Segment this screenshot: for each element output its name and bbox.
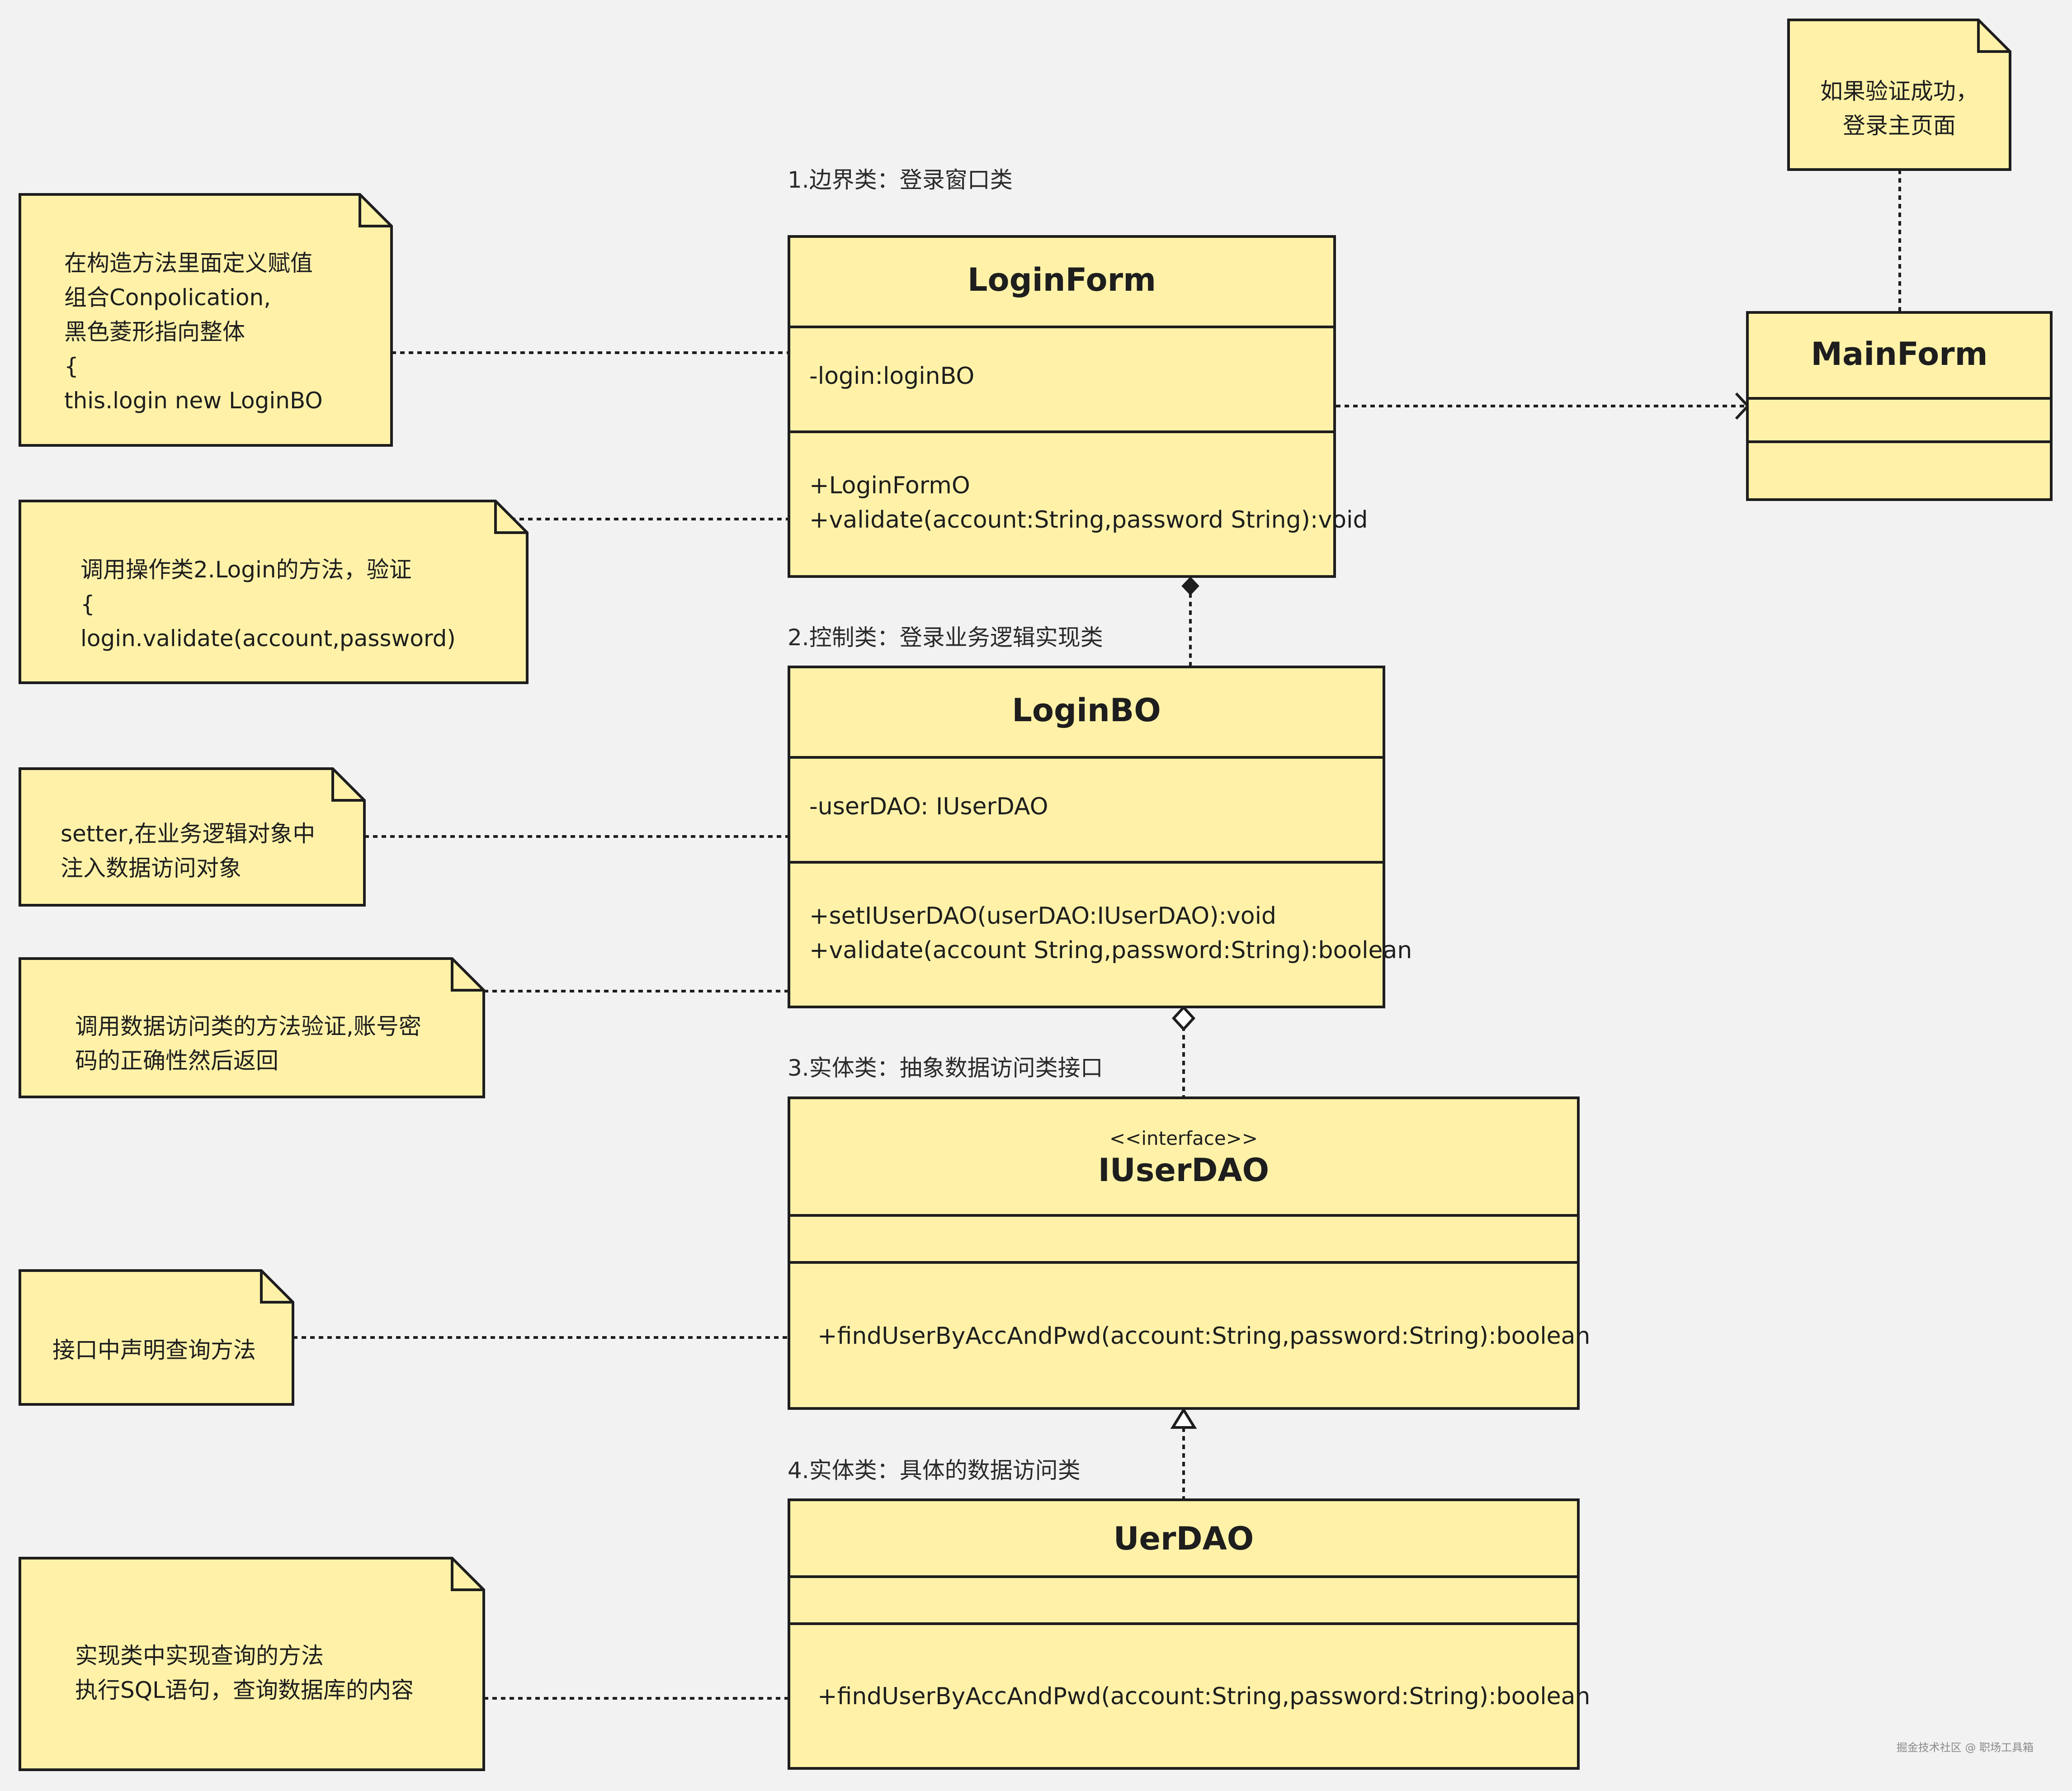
note-line: 在构造方法里面定义赋值 [64, 250, 313, 276]
note-line: setter,在业务逻辑对象中 [61, 821, 316, 847]
note-setter[interactable]: setter,在业务逻辑对象中 注入数据访问对象 [19, 767, 366, 907]
note-success[interactable]: 如果验证成功， 登录主页面 [1787, 19, 2011, 171]
operation: +validate(account:String,password String… [809, 506, 1368, 534]
note-line: 如果验证成功， [1820, 78, 1978, 104]
section-label-entity-impl: 4.实体类：具体的数据访问类 [788, 1457, 1081, 1484]
divider [790, 861, 1383, 864]
divider [1749, 397, 2050, 400]
note-line: 调用操作类2.Login的方法，验证 [80, 557, 412, 583]
divider [790, 1575, 1577, 1578]
note-shape [19, 193, 393, 447]
note-line: 注入数据访问对象 [61, 855, 241, 881]
aggregation-diamond [1171, 1005, 1196, 1031]
section-label-boundary: 1.边界类：登录窗口类 [788, 167, 1013, 193]
operation: +findUserByAccAndPwd(account:String,pass… [817, 1323, 1591, 1350]
note-impl[interactable]: 实现类中实现查询的方法 执行SQL语句，查询数据库的内容 [19, 1557, 485, 1771]
composition-diamond [1181, 577, 1199, 595]
watermark: 掘金技术社区 @ 职场工具箱 [1896, 1741, 2034, 1754]
operation: +findUserByAccAndPwd(account:String,pass… [817, 1683, 1591, 1710]
note-line: 执行SQL语句，查询数据库的内容 [75, 1677, 414, 1703]
section-label-entity-interface: 3.实体类：抽象数据访问类接口 [788, 1055, 1103, 1081]
note-shape [1787, 19, 2011, 171]
class-iuser-dao[interactable]: <<interface>> IUserDAO +findUserByAccAnd… [788, 1096, 1591, 1410]
realization-triangle [1170, 1407, 1197, 1429]
note-shape [19, 767, 366, 907]
class-main-form[interactable]: MainForm [1746, 311, 2053, 501]
note-shape [19, 957, 485, 1098]
class-name: IUserDAO [1098, 1152, 1270, 1189]
divider [790, 430, 1333, 433]
note-line: login.validate(account,password) [80, 625, 456, 652]
note-line: 登录主页面 [1843, 113, 1956, 139]
operation: +LoginFormO [809, 472, 970, 499]
note-line: { [64, 353, 79, 379]
note-line: 黑色菱形指向整体 [64, 319, 245, 345]
note-line: this.login new LoginBO [64, 387, 323, 414]
note-shape [19, 500, 529, 684]
note-interface[interactable]: 接口中声明查询方法 [19, 1269, 294, 1406]
note-validate[interactable]: 调用操作类2.Login的方法，验证 { login.validate(acco… [19, 500, 529, 684]
divider [790, 1622, 1577, 1625]
class-name: LoginBO [1012, 692, 1161, 729]
note-shape [19, 1557, 485, 1771]
divider [790, 756, 1383, 759]
attribute: -userDAO: IUserDAO [809, 793, 1048, 820]
note-line: 实现类中实现查询的方法 [75, 1643, 324, 1669]
note-shape [19, 1269, 294, 1406]
stereotype: <<interface>> [1109, 1127, 1258, 1149]
divider [790, 1261, 1577, 1264]
class-name: MainForm [1811, 336, 1988, 373]
class-uer-dao[interactable]: UerDAO +findUserByAccAndPwd(account:Stri… [788, 1498, 1591, 1770]
divider [1749, 440, 2050, 443]
note-line: 码的正确性然后返回 [75, 1048, 278, 1074]
class-name: UerDAO [1113, 1520, 1254, 1557]
operation: +setIUserDAO(userDAO:IUserDAO):void [809, 903, 1277, 930]
divider [790, 1214, 1577, 1217]
note-line: 组合Conpolication, [64, 284, 271, 311]
divider [790, 326, 1333, 328]
note-line: 调用数据访问类的方法验证,账号密 [75, 1013, 421, 1040]
operation: +validate(account String,password:String… [809, 937, 1412, 964]
note-composition[interactable]: 在构造方法里面定义赋值 组合Conpolication, 黑色菱形指向整体 { … [19, 193, 393, 447]
note-line: { [80, 591, 95, 617]
section-label-control: 2.控制类：登录业务逻辑实现类 [788, 624, 1103, 651]
attribute: -login:loginBO [809, 363, 975, 390]
note-dao-call[interactable]: 调用数据访问类的方法验证,账号密 码的正确性然后返回 [19, 957, 485, 1098]
class-name: LoginForm [967, 261, 1156, 298]
class-login-form[interactable]: LoginForm -login:loginBO +LoginFormO +va… [788, 235, 1368, 578]
note-line: 接口中声明查询方法 [52, 1337, 256, 1363]
class-login-bo[interactable]: LoginBO -userDAO: IUserDAO +setIUserDAO(… [788, 666, 1412, 1008]
